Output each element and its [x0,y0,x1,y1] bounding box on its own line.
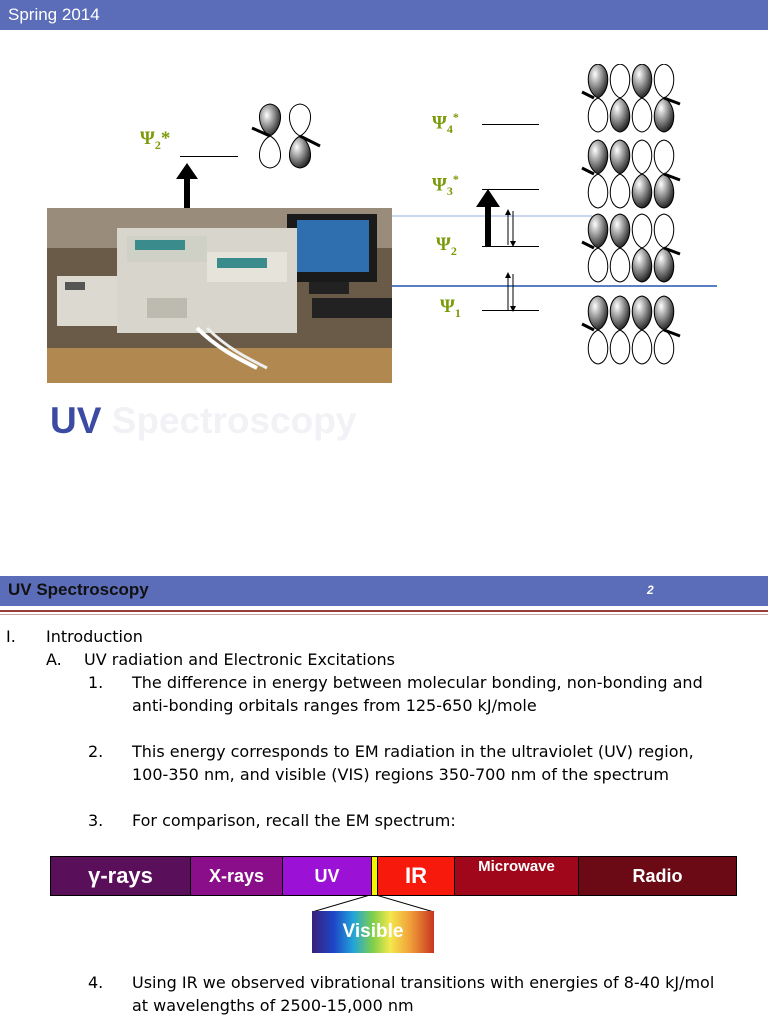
em-spectrum-bar: γ-rays X-rays UV IR Microwave Radio [50,856,737,896]
up-arrow-icon [176,163,198,209]
outline-text: Using IR we observed vibrational transit… [132,973,715,992]
outline-marker: 2. [88,742,104,761]
orbital-lobe [653,97,675,133]
orbital-lobe [631,213,653,249]
psi-4-level [482,124,539,125]
bond-stub [663,96,681,106]
orbital-lobe [587,64,609,99]
psi-1-label: Ψ1 [440,296,461,320]
header-text: Spring 2014 [8,5,100,24]
orbital-lobe [631,295,653,331]
guide-line [392,285,717,287]
psi-4-star-label: Ψ4* [432,110,459,137]
spectrometer-photo [47,208,392,383]
orbital-lobe [631,173,653,209]
orbital-lobe [653,173,675,209]
outline-marker: 1. [88,673,104,692]
visible-expansion-lines [312,895,435,913]
spectrum-segment-gamma: γ-rays [51,857,191,895]
slide-2: UV Spectroscopy 2 I. Introduction A. UV … [0,576,768,1024]
outline-text: The difference in energy between molecul… [132,673,703,692]
bond-stub [581,90,595,100]
orbital-lobe [609,213,631,249]
outline-text: This energy corresponds to EM radiation … [132,742,694,761]
spectrum-segment-visible [372,857,378,895]
divider [0,614,768,615]
orbital-lobe [631,329,653,365]
orbital-lobe [609,97,631,133]
orbital-lobe [653,247,675,283]
orbital-lobe [587,97,609,133]
orbital-row [581,64,681,133]
electron-transition-arrows-icon [476,189,516,247]
orbital-row [581,213,681,283]
orbital-lobe [631,97,653,133]
psi-2-label: Ψ2 [436,234,457,258]
p-orbital-pair-icon [251,103,321,169]
psi-1-level [482,310,539,311]
slide-title: UV Spectroscopy [8,580,149,599]
orbital-lobe [609,173,631,209]
orbital-lobe [609,247,631,283]
molecular-orbitals-diagram [581,64,681,365]
outline-text: 100-350 nm, and visible (VIS) regions 35… [132,765,669,784]
outline-text: Introduction [46,627,143,646]
orbital-lobe [631,139,653,175]
energy-level-line [180,156,238,157]
spectrum-segment-xray: X-rays [191,857,283,895]
orbital-lobe [587,329,609,365]
outline-marker: A. [46,650,62,669]
psi-2-star-label: Ψ2* [140,128,171,152]
visible-spectrum-box: Visible [312,911,434,953]
psi-2-level [482,246,539,247]
orbital-lobe [609,329,631,365]
orbital-row [581,139,681,209]
orbital-lobe [609,64,631,99]
orbital-lobe [653,64,675,99]
orbital-lobe [587,247,609,283]
bond-stub [663,328,681,338]
orbital-lobe [653,329,675,365]
outline-marker: 3. [88,811,104,830]
slide-1: Spring 2014 Ψ2* Ψ4* Ψ3* Ψ2 Ψ1 [0,0,768,441]
orbital-lobe [609,295,631,331]
bond-stub [663,246,681,256]
orbital-lobe [609,139,631,175]
outline-text: For comparison, recall the EM spectrum: [132,811,456,830]
header-bar: Spring 2014 [0,0,768,30]
psi-3-star-label: Ψ3* [432,172,459,199]
slide-title: UV Spectroscopy [50,400,357,441]
orbital-lobe [587,139,609,175]
outline-text: UV radiation and Electronic Excitations [84,650,396,669]
divider [0,610,768,612]
orbital-lobe [587,213,609,249]
orbital-lobe [653,213,675,249]
spectrum-segment-radio: Radio [579,857,736,895]
orbital-row [581,295,681,365]
bond-stub [663,172,681,182]
guide-line [392,215,592,217]
title-bar: UV Spectroscopy 2 [0,576,768,606]
electron-pair-arrows-icon [505,272,516,312]
orbital-lobe [587,173,609,209]
psi-3-level [482,189,539,190]
orbital-lobe [631,64,653,99]
orbital-lobe [631,247,653,283]
outline-marker: 4. [88,973,104,992]
spectrum-segment-uv: UV [283,857,372,895]
bond-stub [581,322,595,332]
orbital-lobe [587,295,609,331]
outline-marker: I. [6,627,16,646]
bond-stub [581,240,595,250]
bond-stub [581,166,595,176]
spectrum-segment-microwave: Microwave [455,857,579,895]
spectrum-segment-ir: IR [378,857,455,895]
page-number: 2 [647,583,654,597]
orbital-lobe [653,139,675,175]
outline-text: at wavelengths of 2500-15,000 nm [132,996,414,1015]
orbital-lobe [653,295,675,331]
outline-text: anti-bonding orbitals ranges from 125-65… [132,696,537,715]
